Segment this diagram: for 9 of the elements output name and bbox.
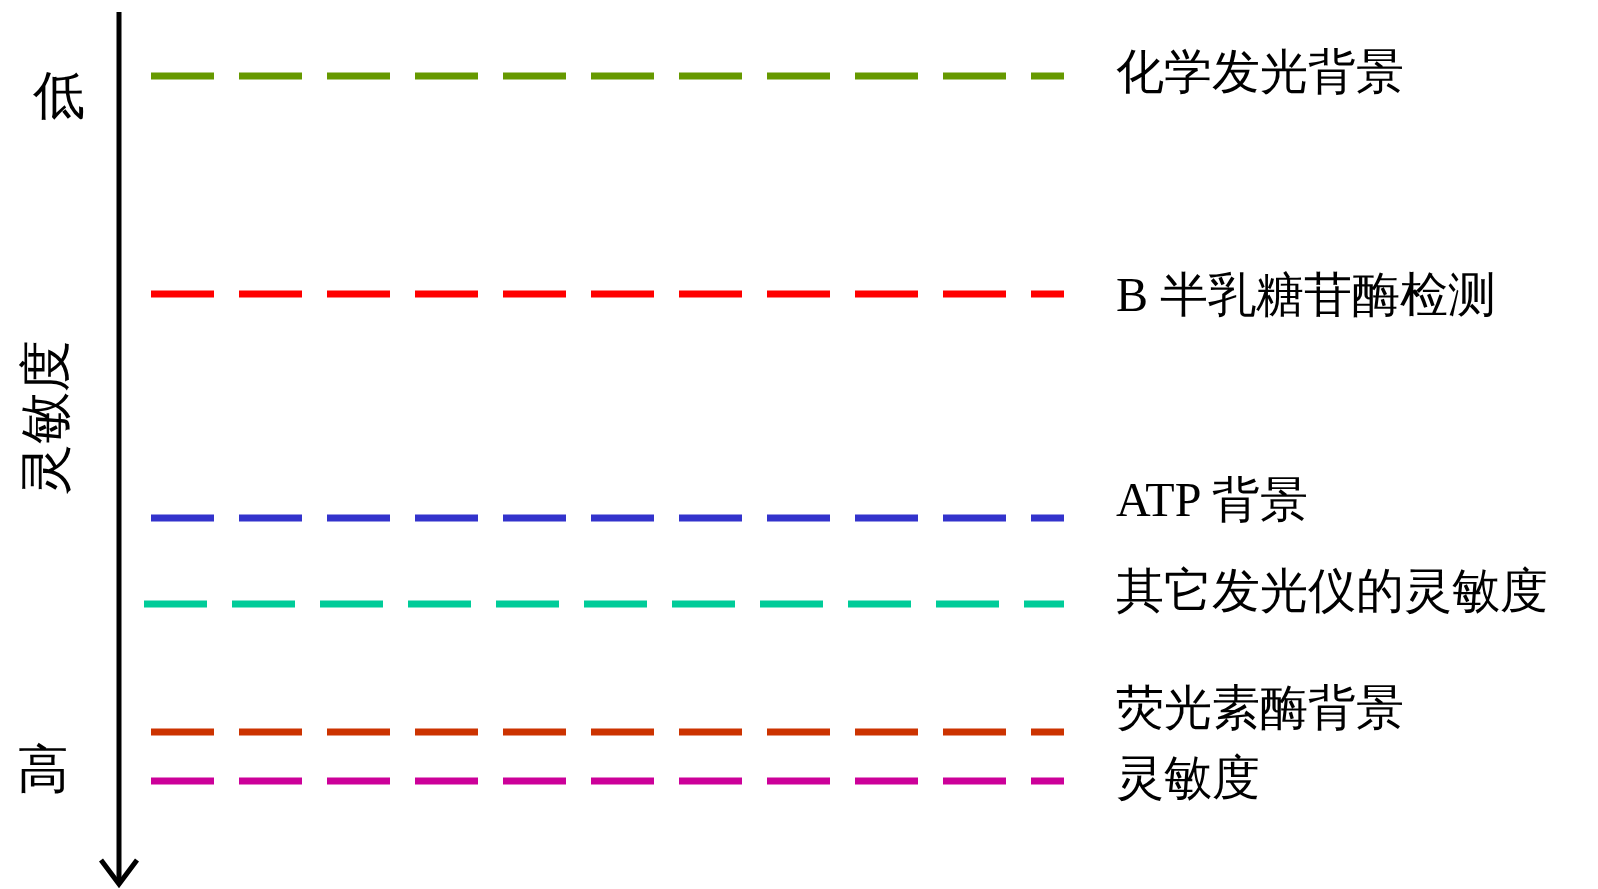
axis-label: 高 [17,744,69,796]
legend-label: 灵敏度 [1116,750,1260,806]
legend-label: 化学发光背景 [1116,44,1404,100]
legend-label: 荧光素酶背景 [1116,680,1404,736]
axis-title: 灵敏度 [20,340,72,496]
legend-label: ATP 背景 [1116,472,1308,528]
legend-label: B 半乳糖苷酶检测 [1116,267,1496,323]
legend-label: 其它发光仪的灵敏度 [1116,563,1548,619]
axis-label: 低 [33,70,85,122]
